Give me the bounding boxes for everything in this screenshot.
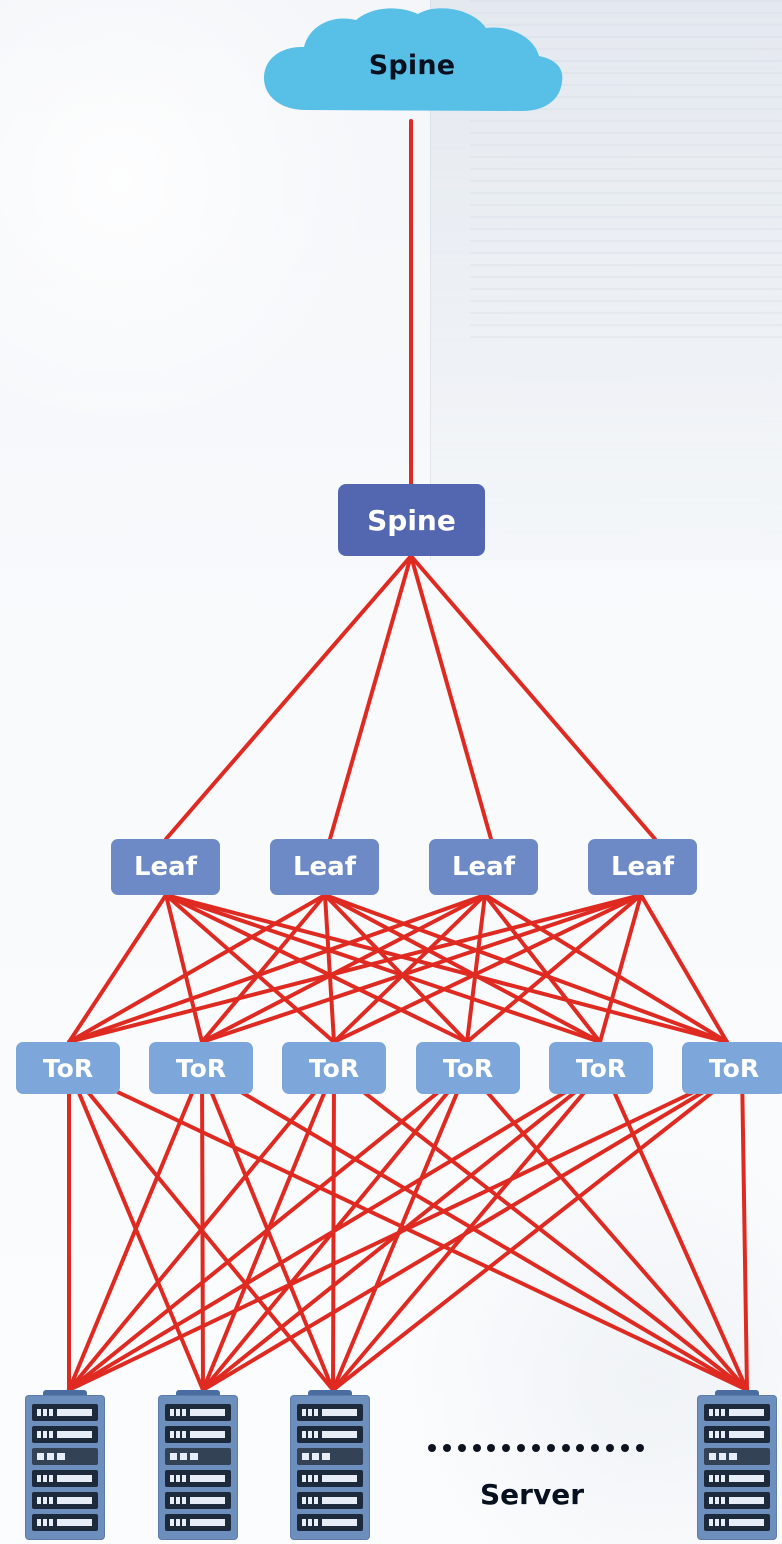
server-slot xyxy=(704,1514,770,1531)
tor-6-to-server-2-link xyxy=(201,1067,744,1392)
leaf-2-to-tor-4-link xyxy=(323,893,469,1044)
leaf-4-to-tor-3-link xyxy=(332,893,643,1044)
server-slot xyxy=(32,1404,98,1421)
server-rack-top xyxy=(308,1390,352,1396)
leaf-1-to-tor-6-link xyxy=(164,893,729,1044)
leaf-3-to-tor-6-link xyxy=(483,893,729,1044)
server-rack-icon xyxy=(25,1390,105,1540)
cloud-icon xyxy=(264,8,563,112)
server-slot xyxy=(32,1514,98,1531)
server-rack-body xyxy=(25,1395,105,1540)
tor-6-to-server-4-link xyxy=(740,1067,749,1392)
tor-switch-3: ToR xyxy=(282,1042,386,1094)
leaf-3-to-tor-3-link xyxy=(332,893,487,1044)
leaf-switch-1: Leaf xyxy=(111,839,220,895)
server-slot xyxy=(297,1514,363,1531)
leaf-4-to-tor-4-link xyxy=(465,893,643,1044)
server-slot xyxy=(32,1492,98,1509)
server-slot xyxy=(32,1470,98,1487)
leaf-2-to-tor-5-link xyxy=(323,893,602,1044)
leaf-3-to-tor-1-link xyxy=(67,893,487,1044)
leaf-2-to-tor-2-link xyxy=(200,893,327,1044)
spine-cloud: Spine xyxy=(258,4,566,122)
spine-to-leaf-link-2 xyxy=(328,554,413,841)
server-slot xyxy=(704,1426,770,1443)
leaf-3-to-tor-2-link xyxy=(200,893,487,1044)
server-slot xyxy=(165,1426,231,1443)
server-slot xyxy=(165,1470,231,1487)
leaf-switch-2: Leaf xyxy=(270,839,379,895)
server-slot xyxy=(704,1492,770,1509)
leaf-4-to-tor-6-link xyxy=(639,893,729,1044)
leaf-2-to-tor-6-link xyxy=(323,893,729,1044)
server-rack-icon xyxy=(158,1390,238,1540)
server-slot xyxy=(704,1448,770,1465)
server-slot xyxy=(165,1404,231,1421)
spine-to-leaf-link-4 xyxy=(409,554,657,841)
server-label: Server xyxy=(479,1477,584,1511)
tor-5-to-server-3-link xyxy=(331,1067,606,1392)
server-slot xyxy=(297,1492,363,1509)
tor-4-to-server-1-link xyxy=(67,1067,469,1392)
tor-5-to-server-4-link xyxy=(602,1067,749,1392)
server-slot xyxy=(297,1470,363,1487)
leaf-1-to-tor-5-link xyxy=(164,893,602,1044)
links-layer xyxy=(67,119,749,1392)
server-slot xyxy=(165,1448,231,1465)
leaf-4-to-tor-2-link xyxy=(200,893,643,1044)
tor-switch-4: ToR xyxy=(416,1042,520,1094)
tor-switch-6: ToR xyxy=(682,1042,782,1094)
server-slot xyxy=(297,1426,363,1443)
leaf-switch-4: Leaf xyxy=(588,839,697,895)
tor-6-to-server-3-link xyxy=(331,1067,744,1392)
spine-to-leaf-link-1 xyxy=(164,554,413,841)
server-slot xyxy=(32,1448,98,1465)
server-rack-top xyxy=(715,1390,759,1396)
server-slot xyxy=(297,1448,363,1465)
leaf-1-to-tor-2-link xyxy=(164,893,204,1044)
server-slot xyxy=(165,1514,231,1531)
tor-switch-1: ToR xyxy=(16,1042,120,1094)
tor-switch-2: ToR xyxy=(149,1042,253,1094)
leaf-switch-3: Leaf xyxy=(429,839,538,895)
server-slot xyxy=(32,1426,98,1443)
leaf-4-to-tor-1-link xyxy=(67,893,643,1044)
server-rack-body xyxy=(290,1395,370,1540)
server-slot xyxy=(297,1404,363,1421)
server-slot xyxy=(704,1404,770,1421)
server-slot xyxy=(704,1470,770,1487)
server-slot xyxy=(165,1492,231,1509)
server-rack-body xyxy=(697,1395,777,1540)
server-rack-icon xyxy=(290,1390,370,1540)
leaf-1-to-tor-1-link xyxy=(67,893,168,1044)
spine-switch: Spine xyxy=(338,484,485,556)
server-rack-top xyxy=(176,1390,220,1396)
tor-switch-5: ToR xyxy=(549,1042,653,1094)
tor-6-to-server-1-link xyxy=(67,1067,744,1392)
leaf-3-to-tor-5-link xyxy=(483,893,602,1044)
server-ellipsis xyxy=(428,1436,644,1460)
leaf-2-to-tor-3-link xyxy=(323,893,336,1044)
server-rack-icon xyxy=(697,1390,777,1540)
tor-3-to-server-1-link xyxy=(67,1067,336,1392)
tor-4-to-server-4-link xyxy=(465,1067,749,1392)
leaf-2-to-tor-1-link xyxy=(67,893,327,1044)
spine-cloud-label: Spine xyxy=(368,49,456,81)
spine-to-leaf-link-3 xyxy=(409,554,493,841)
tor-5-to-server-1-link xyxy=(67,1067,606,1392)
tor-2-to-server-1-link xyxy=(67,1067,204,1392)
leaf-4-to-tor-5-link xyxy=(598,893,643,1044)
leaf-1-to-tor-4-link xyxy=(164,893,469,1044)
leaf-1-to-tor-3-link xyxy=(164,893,336,1044)
server-rack-top xyxy=(43,1390,87,1396)
server-rack-body xyxy=(158,1395,238,1540)
leaf-3-to-tor-4-link xyxy=(465,893,487,1044)
tor-4-to-server-3-link xyxy=(331,1067,469,1392)
